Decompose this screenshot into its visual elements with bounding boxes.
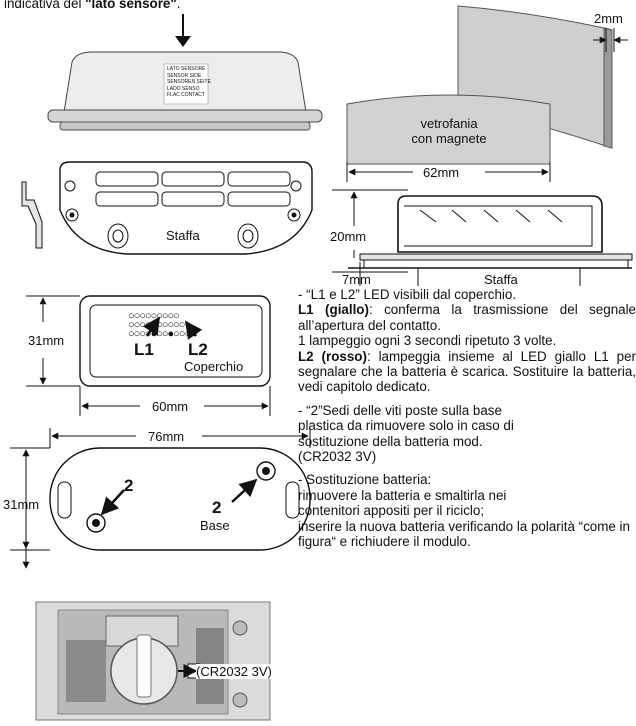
led-visible-text: - “L1 e L2” LED visibili dal coperchio. xyxy=(298,287,517,302)
side-section xyxy=(332,189,633,286)
battery-label: (CR2032 3V) xyxy=(196,664,272,679)
down-arrow-icon xyxy=(175,14,191,47)
led-holes: ○○○○○○○○○○○○○○○○○○○○○○○●○○●○○○○ xyxy=(128,310,197,340)
cover-width-label: 60mm xyxy=(152,399,189,414)
l1-label: L1 xyxy=(134,340,154,359)
sticker-width-label: 62mm xyxy=(423,165,460,180)
bracket-label: Staffa xyxy=(166,228,200,243)
bracket-top-view xyxy=(59,161,313,255)
base-width-label: 76mm xyxy=(148,429,185,444)
screw-seat-text: - “2”Sedi delle viti poste sulla base pl… xyxy=(298,402,514,465)
sensor-side-label: LATO SENSORE SENSOR SIDE SENSOREN SEITE … xyxy=(167,66,211,98)
side-profile xyxy=(21,181,43,249)
screw-seat-label-1: 2 xyxy=(124,476,134,495)
side-bracket-label: Staffa xyxy=(484,272,518,287)
cover-label: Coperchio xyxy=(184,359,244,374)
cover-height-label: 31mm xyxy=(28,333,65,348)
battery-insert-text: inserire la nuova batteria verificando l… xyxy=(298,518,630,550)
sensor-module-3d xyxy=(47,51,323,131)
l2-description: L2 (rosso): lampeggia insieme al LED gia… xyxy=(298,348,636,395)
l2-label: L2 xyxy=(188,340,208,359)
l1-blink-text: 1 lampeggio ogni 3 secondi ripetuto 3 vo… xyxy=(298,333,557,349)
base-label: Base xyxy=(200,518,230,533)
sticker-label: vetrofania con magnete xyxy=(411,116,487,146)
cover-front-view xyxy=(26,295,271,416)
base-view xyxy=(10,428,311,569)
instructions-text: - “L1 e L2” LED visibili dal coperchio. … xyxy=(298,287,636,550)
magnet-sticker xyxy=(346,94,551,182)
side-base-label: 7mm xyxy=(342,272,371,287)
battery-photo xyxy=(35,601,271,721)
battery-heading: - Sostituzione batteria: xyxy=(298,472,432,488)
screw-seat-label-2: 2 xyxy=(212,498,222,517)
side-height-label: 20mm xyxy=(330,229,367,244)
battery-remove-text: rimuovere la batteria e smaltirla nei co… xyxy=(298,487,507,519)
l1-description: L1 (giallo): conferma la trasmissione de… xyxy=(298,302,636,333)
magnet-thickness-label: 2mm xyxy=(594,11,623,26)
base-height-label: 31mm xyxy=(3,497,40,512)
intro-line: indicativa del "lato sensore". xyxy=(4,0,181,11)
